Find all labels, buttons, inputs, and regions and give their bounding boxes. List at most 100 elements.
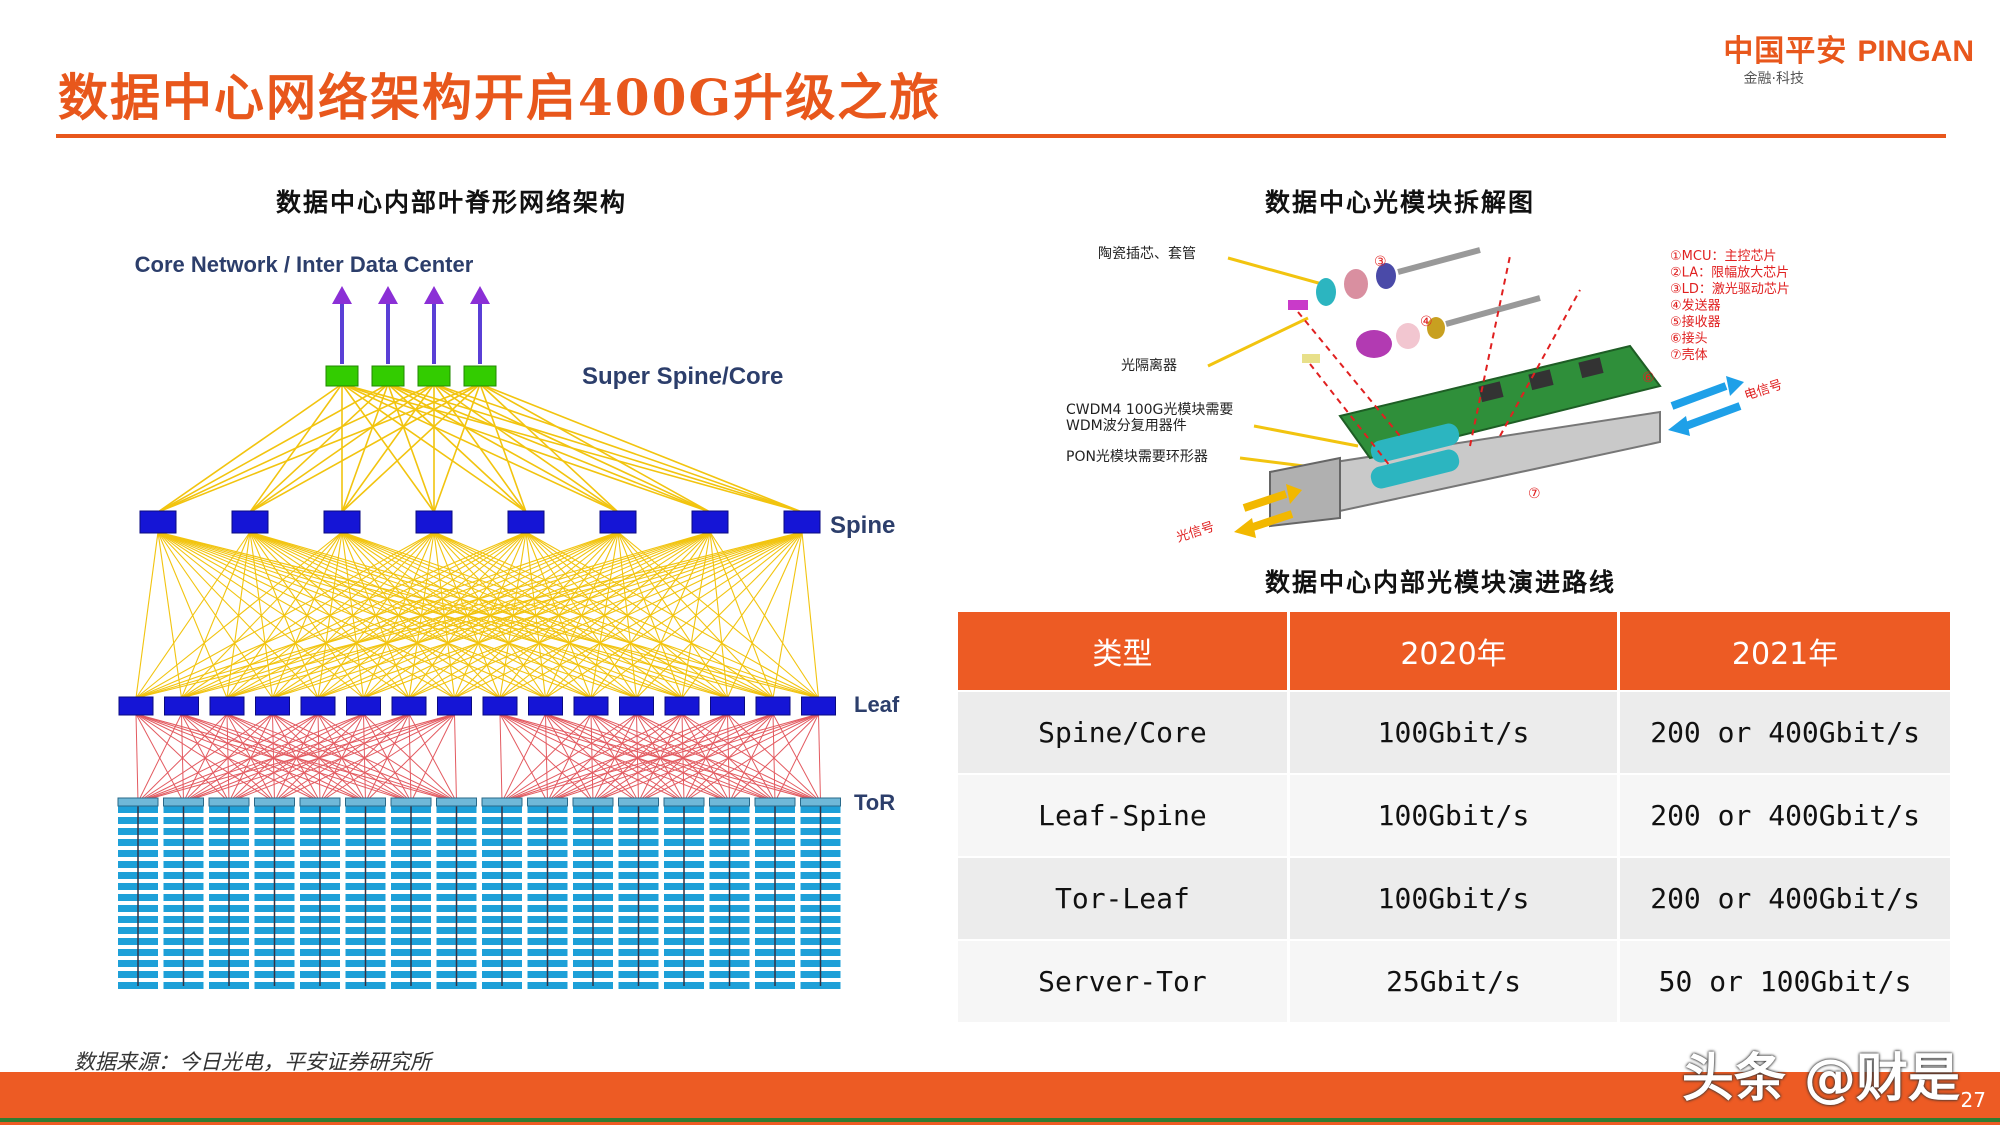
super-spine-node [325, 365, 359, 387]
leaf-tor-link [183, 713, 455, 803]
lens-part [1376, 263, 1396, 289]
cell-2021: 200 or 400Gbit/s [1618, 690, 1950, 774]
spine-leaf-link [135, 531, 251, 699]
network-section-title: 数据中心内部叶脊形网络架构 [276, 188, 628, 217]
leaf-tor-link [501, 713, 683, 803]
leaf-tor-links [135, 713, 821, 803]
superspine-spine-link [157, 383, 389, 513]
logo-english: PINGAN [1857, 35, 1974, 68]
leaf-node [801, 696, 836, 716]
spine-leaf-link [181, 531, 435, 699]
table-row: Tor-Leaf 100Gbit/s 200 or 400Gbit/s [958, 856, 1950, 940]
leaf-tor-link [501, 713, 728, 803]
component-legend: ①MCU：主控芯片②LA：限幅放大芯片③LD：激光驱动芯片④发送器⑤接收器⑥接头… [1670, 249, 1790, 363]
evolution-table: 类型 2020年 2021年 Spine/Core 100Gbit/s 200 … [958, 612, 1950, 1022]
electric-arrow-out [1670, 382, 1728, 410]
spine-leaf-link [681, 531, 803, 699]
superspine-spine-link [157, 383, 435, 513]
superspine-spine-link [249, 383, 481, 513]
leaf-tor-link [137, 713, 455, 803]
core-network-label: Core Network / Inter Data Center [135, 252, 474, 277]
leaf-tor-link [547, 713, 819, 803]
isolator-callout: 光隔离器 [1121, 357, 1177, 374]
fiber-top [1397, 247, 1481, 275]
cwdm-pointer [1253, 424, 1359, 448]
superspine-spine-link [433, 383, 619, 513]
superspine-spine-links [157, 383, 803, 513]
spine-leaf-link [135, 531, 527, 699]
spine-leaf-link [317, 531, 803, 699]
leaf-node [710, 696, 745, 716]
uplink-arrowhead [332, 286, 352, 304]
tor-switch [572, 797, 614, 807]
leaf-node [118, 696, 154, 716]
ferrule-part [1316, 278, 1336, 306]
leaf-node [619, 696, 654, 716]
spine-node [599, 510, 637, 534]
spine-node [231, 510, 269, 534]
module-section-title: 数据中心光模块拆解图 [1265, 188, 1536, 217]
tor-switch [345, 797, 386, 807]
leaf-tor-link [501, 713, 819, 803]
leaf-tor-link [454, 713, 457, 803]
spine-leaf-link [590, 531, 803, 699]
tor-switch [618, 797, 659, 807]
logo-chinese: 中国平安 [1723, 34, 1848, 69]
spine-leaf-link [181, 531, 343, 699]
marker-3: ③ [1374, 254, 1387, 270]
spine-leaf-link [181, 531, 619, 699]
receiver-osa [1370, 449, 1460, 489]
tor-switch [754, 797, 796, 807]
leaf-tor-link [137, 713, 273, 803]
spine-nodes [139, 510, 821, 534]
table-row: Leaf-Spine 100Gbit/s 200 or 400Gbit/s [958, 773, 1950, 857]
table-row: Server-Tor 25Gbit/s 50 or 100Gbit/s [958, 939, 1950, 1022]
superspine-spine-link [479, 383, 803, 513]
ld-chip [1578, 357, 1604, 379]
spine-leaf-link [135, 531, 159, 699]
leaf-tor-link [137, 713, 182, 803]
tor-switch [436, 797, 477, 807]
logo-tagline: 金融·科技 [1743, 71, 1804, 87]
leaf-tor-link [818, 713, 821, 803]
spine-leaf-link [545, 531, 803, 699]
superspine-spine-link [479, 383, 527, 513]
tor-switch [800, 797, 841, 807]
spine-node [323, 510, 361, 534]
cell-2020: 100Gbit/s [1288, 690, 1621, 774]
spine-leaf-links [135, 531, 820, 699]
spine-leaf-link [135, 531, 619, 699]
table-row: Spine/Core 100Gbit/s 200 or 400Gbit/s [958, 690, 1950, 774]
legend-item: ①MCU：主控芯片 [1670, 249, 1776, 264]
fiber-bottom [1445, 295, 1541, 327]
spine-leaf-link [499, 531, 803, 699]
footer-bar [0, 1072, 2000, 1125]
spine-leaf-link [363, 531, 803, 699]
spine-node [691, 510, 729, 534]
spine-leaf-link [801, 531, 820, 699]
spine-leaf-link [135, 531, 803, 699]
superspine-spine-link [341, 383, 481, 513]
table-section-title: 数据中心内部光模块演进路线 [1265, 568, 1617, 597]
cell-type: Tor-Leaf [958, 856, 1290, 940]
super-spine-label: Super Spine/Core [582, 363, 783, 390]
leaf-tor-link [501, 713, 546, 803]
uplink-arrows [332, 286, 490, 364]
optical-arrow-out [1242, 490, 1288, 512]
leaf-node [482, 696, 518, 716]
cell-type: Spine/Core [958, 690, 1290, 774]
spine-leaf-link [408, 531, 803, 699]
leaf-tor-link [137, 713, 364, 803]
cwdm-callout-line2: WDM波分复用器件 [1066, 417, 1187, 434]
header-2021: 2021年 [1618, 612, 1950, 691]
spine-leaf-link [157, 531, 183, 699]
spine-leaf-link [135, 531, 435, 699]
leaf-tor-link [135, 713, 139, 803]
uplink-arrowhead [470, 286, 490, 304]
leaf-spine-diagram: Core Network / Inter Data Center Super S… [117, 252, 900, 989]
optical-arrow-in [1248, 510, 1294, 532]
spine-leaf-link [636, 531, 803, 699]
leaf-node [664, 696, 700, 716]
superspine-spine-link [433, 383, 527, 513]
leaf-tor-link [137, 713, 228, 803]
